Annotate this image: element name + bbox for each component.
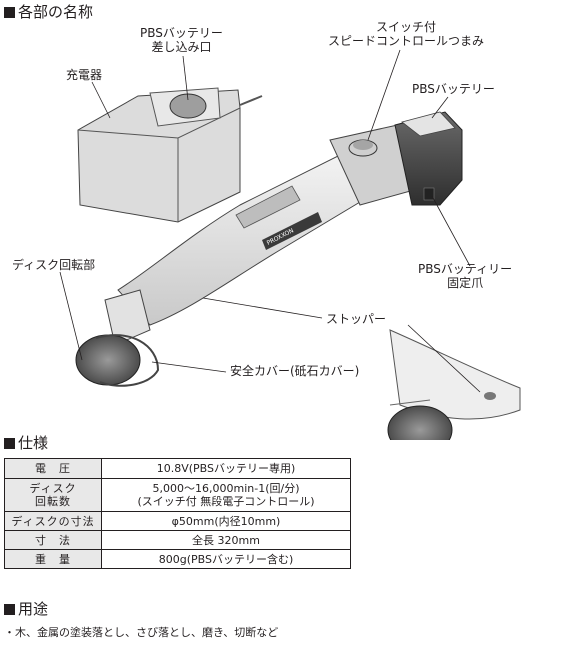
spec-value-voltage: 10.8V(PBSバッテリー専用) xyxy=(101,458,351,479)
table-row: 寸 法 全長 320mm xyxy=(4,530,351,550)
square-bullet-icon xyxy=(4,7,15,18)
table-row: ディスク 回転数 5,000〜16,000min-1(回/分) (スイッチ付 無… xyxy=(4,478,351,512)
spec-key-weight: 重 量 xyxy=(4,549,102,569)
spec-value-weight: 800g(PBSバッテリー含む) xyxy=(101,549,351,569)
label-pbs-battery: PBSバッテリー xyxy=(412,82,495,96)
spec-value-disc-rpm: 5,000〜16,000min-1(回/分) (スイッチ付 無段電子コントロール… xyxy=(101,478,351,512)
label-safety-cover: 安全カバー(砥石カバー) xyxy=(230,364,360,378)
label-battery-claw: PBSバッティリー 固定爪 xyxy=(418,262,513,290)
usage-text: ・木、金属の塗装落とし、さび落とし、磨き、切断など xyxy=(4,626,279,639)
inset-detail xyxy=(387,329,521,440)
table-row: 重 量 800g(PBSバッテリー含む) xyxy=(4,549,351,569)
grinder-illustration: PROXXON xyxy=(59,49,521,440)
spec-table: 電 圧 10.8V(PBSバッテリー専用) ディスク 回転数 5,000〜16,… xyxy=(4,458,351,569)
leader-lines xyxy=(59,49,481,393)
label-stopper: ストッパー xyxy=(326,312,387,326)
label-charger: 充電器 xyxy=(66,68,103,82)
spec-key-disc-rpm: ディスク 回転数 xyxy=(4,478,102,512)
spec-key-voltage: 電 圧 xyxy=(4,458,102,479)
square-bullet-icon xyxy=(4,604,15,615)
usage-section-title: 用途 xyxy=(4,600,48,618)
table-row: 電 圧 10.8V(PBSバッテリー専用) xyxy=(4,458,351,479)
parts-section-title: 各部の名称 xyxy=(4,3,93,21)
grinder-tool: PROXXON xyxy=(75,111,463,387)
label-pbs-slot: PBSバッテリー 差し込み口 xyxy=(140,26,223,54)
charger xyxy=(77,87,263,223)
spec-key-disc-size: ディスクの寸法 xyxy=(4,511,102,531)
spec-value-dimension: 全長 320mm xyxy=(101,530,351,550)
spec-value-disc-size: φ50mm(内径10mm) xyxy=(101,511,351,531)
table-row: ディスクの寸法 φ50mm(内径10mm) xyxy=(4,511,351,531)
label-disc-rotor: ディスク回転部 xyxy=(12,258,96,272)
label-speed-knob: スイッチ付 スピードコントロールつまみ xyxy=(328,20,485,48)
spec-key-dimension: 寸 法 xyxy=(4,530,102,550)
square-bullet-icon xyxy=(4,438,15,449)
spec-section-title: 仕様 xyxy=(4,434,48,452)
